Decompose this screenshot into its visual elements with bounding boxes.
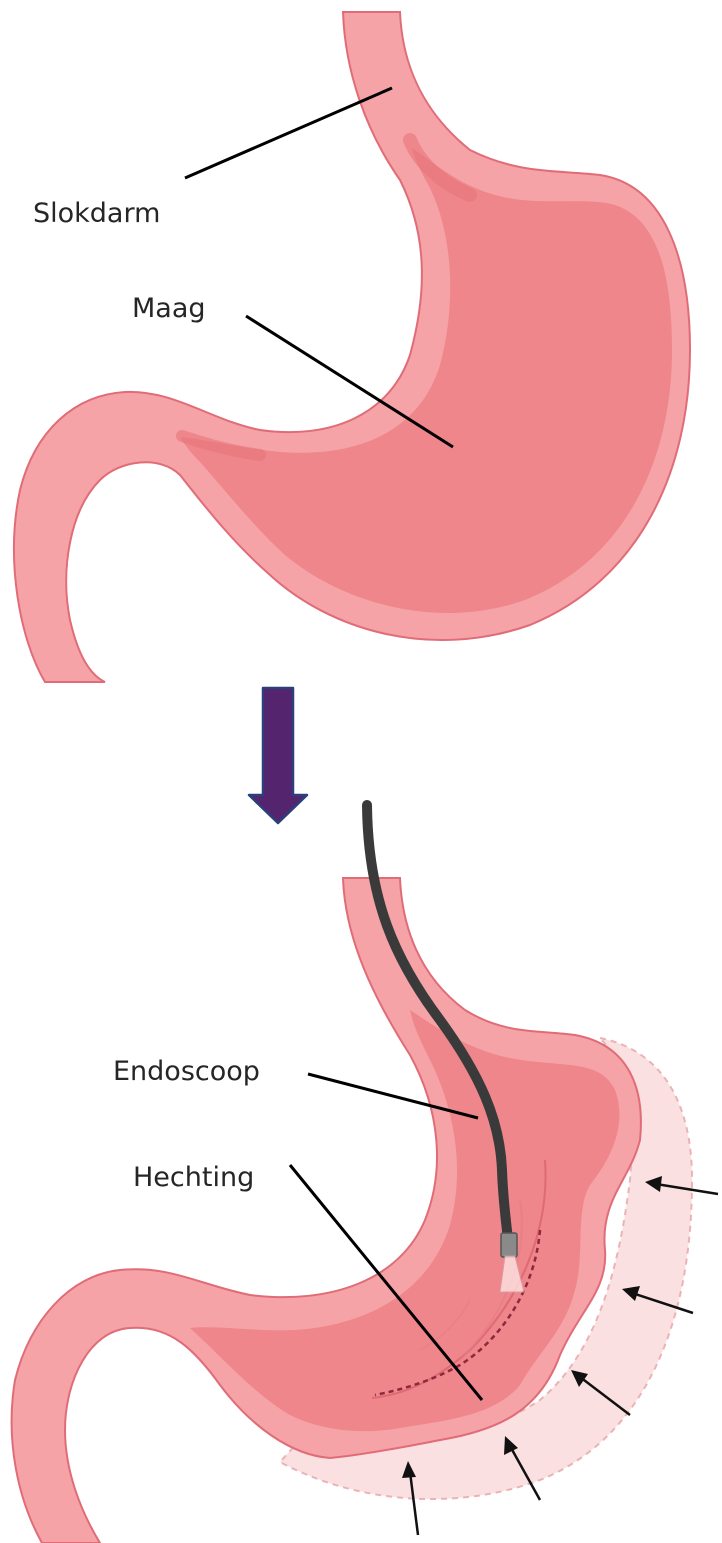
endoscope-tip xyxy=(501,1233,517,1257)
down-arrow-icon xyxy=(249,688,307,823)
normal-stomach: Slokdarm Maag xyxy=(14,12,690,682)
reduced-stomach: Endoscoop Hechting xyxy=(12,805,718,1543)
esophagus-label: Slokdarm xyxy=(33,198,160,229)
stomach-label: Maag xyxy=(132,293,206,324)
esophagus-leader-line xyxy=(185,88,392,178)
endoscope-label: Endoscoop xyxy=(113,1056,260,1087)
suture-label: Hechting xyxy=(133,1162,254,1193)
